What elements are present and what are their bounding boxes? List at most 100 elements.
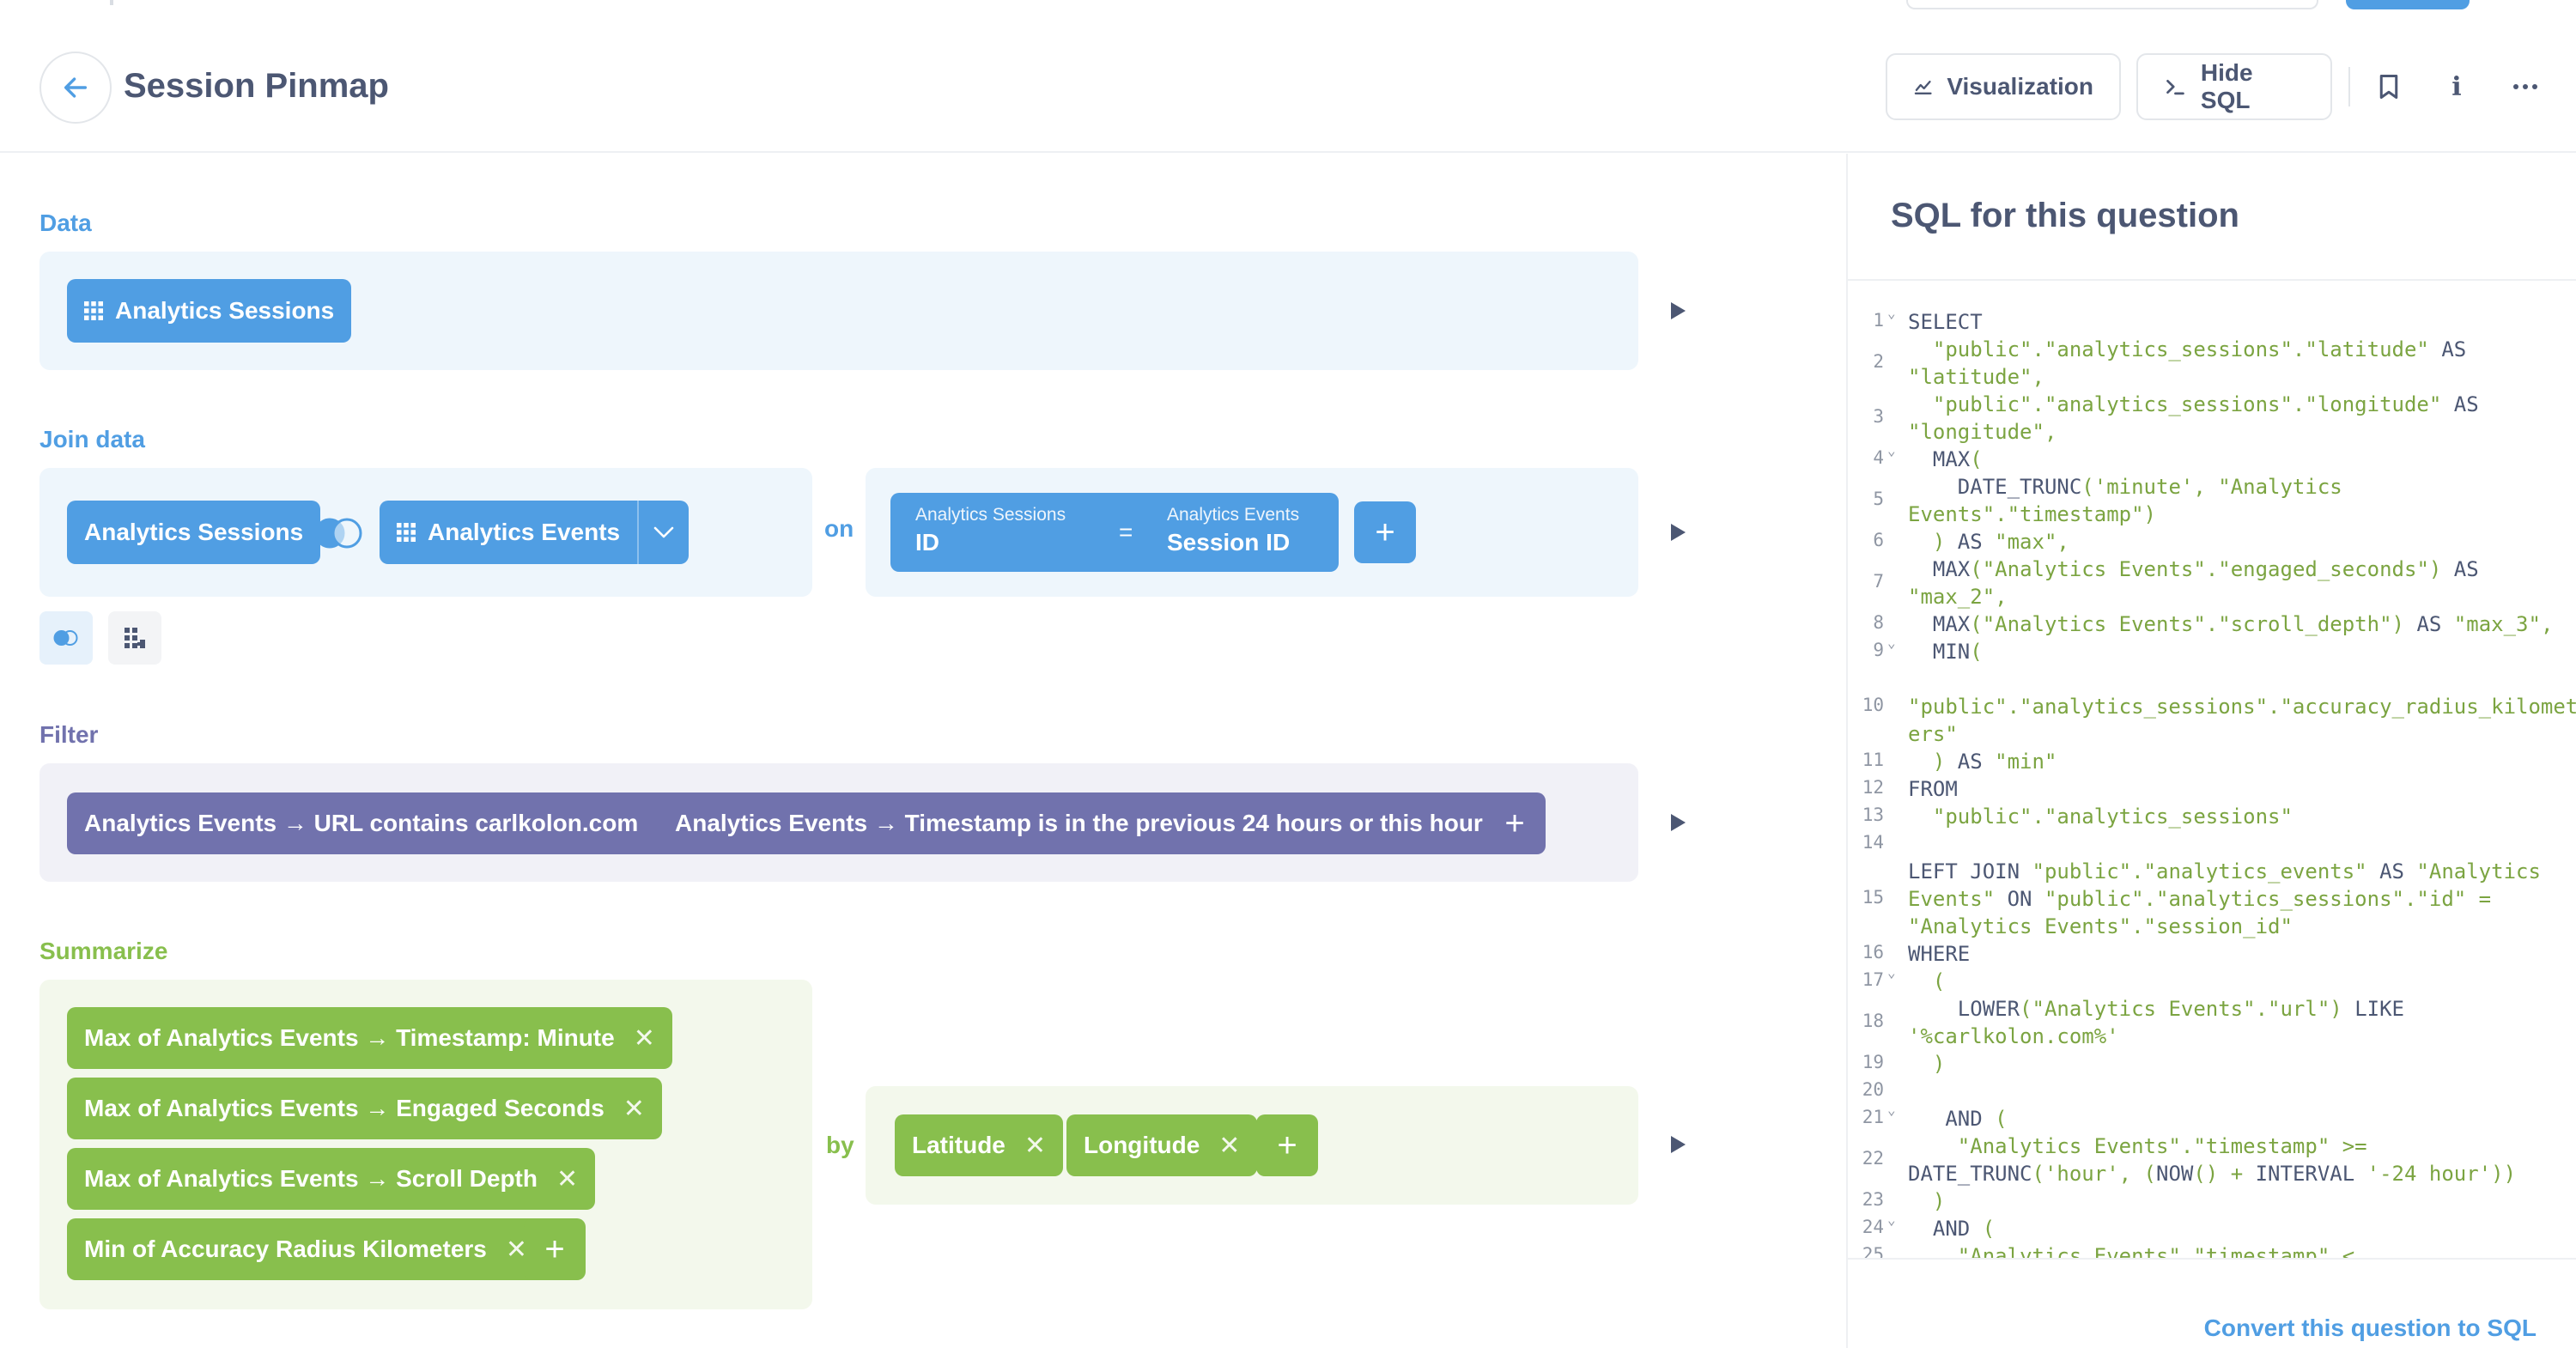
add-join-condition-button[interactable]: +: [1354, 501, 1416, 563]
sql-code-line: 3 "public"."analytics_sessions"."longitu…: [1848, 391, 2576, 446]
hide-sql-button[interactable]: Hide SQL: [2136, 53, 2332, 120]
join-condition-chip[interactable]: Analytics Sessions ID = Analytics Events…: [890, 493, 1339, 572]
sql-code-editor[interactable]: 1⌄SELECT 2 "public"."analytics_sessions".…: [1848, 288, 2576, 1258]
back-button[interactable]: [39, 52, 112, 124]
join-section-label: Join data: [39, 426, 145, 452]
sql-code-text: ) AS "max",: [1908, 530, 2069, 554]
sql-code-text: "public"."analytics_sessions": [1908, 805, 2293, 829]
join-on-label: on: [824, 515, 854, 542]
close-icon[interactable]: ✕: [1218, 1131, 1241, 1160]
sql-code-text: "Analytics Events"."timestamp" <: [1908, 1244, 2355, 1258]
search-input-edge[interactable]: [1906, 0, 2318, 9]
metric-chip[interactable]: Max of Analytics Events → Scroll Depth ✕: [67, 1148, 596, 1210]
data-source-label: Analytics Sessions: [115, 297, 335, 324]
breakout-label: Longitude: [1084, 1132, 1200, 1158]
run-step-icon[interactable]: [1671, 814, 1686, 831]
line-number: 12: [1862, 777, 1884, 798]
sql-code-line: 10 "public"."analytics_sessions"."accura…: [1848, 665, 2576, 748]
run-step-icon[interactable]: [1671, 1136, 1686, 1153]
sql-code-line: 4⌄ MAX(: [1848, 442, 2576, 473]
line-number: 1: [1873, 310, 1884, 331]
metric-chip[interactable]: Max of Analytics Events → Timestamp: Min…: [67, 1007, 672, 1069]
breakout-chip[interactable]: Latitude ✕: [895, 1114, 1064, 1176]
page-title: Session Pinmap: [124, 67, 389, 105]
breakout-chip[interactable]: Longitude ✕: [1066, 1114, 1258, 1176]
visualization-button[interactable]: Visualization: [1886, 53, 2121, 120]
fold-chevron-icon[interactable]: ⌄: [1887, 964, 1896, 981]
plus-icon: +: [1375, 513, 1395, 551]
join-operator[interactable]: =: [1119, 519, 1133, 545]
add-metric-button[interactable]: +: [524, 1218, 586, 1280]
sql-code-text: (: [1908, 969, 1946, 993]
line-number: 19: [1862, 1052, 1884, 1072]
convert-to-sql-link[interactable]: Convert this question to SQL: [2203, 1315, 2537, 1341]
summarize-breakouts-panel: Latitude ✕ Longitude ✕ +: [866, 1086, 1638, 1205]
add-custom-column-button[interactable]: [108, 611, 161, 665]
fold-chevron-icon[interactable]: ⌄: [1887, 305, 1896, 321]
bookmark-button[interactable]: [2369, 67, 2409, 106]
join-tables-panel: Analytics Sessions Analytics Events: [39, 468, 812, 597]
sql-code-line: 18 LOWER("Analytics Events"."url") LIKE …: [1848, 995, 2576, 1050]
join-columns-dropdown[interactable]: [639, 501, 689, 564]
sql-code-line: 14: [1848, 830, 2576, 858]
close-icon[interactable]: ✕: [623, 1094, 645, 1123]
close-icon[interactable]: ✕: [505, 1235, 528, 1264]
add-join-step-button[interactable]: [39, 611, 93, 665]
sql-code-text: FROM: [1908, 777, 1958, 801]
question-header: Session Pinmap Visualization Hide SQL i: [0, 10, 2576, 153]
sql-code-text: DATE_TRUNC('minute', "Analytics Events".…: [1908, 475, 2342, 526]
join-right-column[interactable]: Session ID: [1167, 529, 1291, 556]
metric-chip[interactable]: Min of Accuracy Radius Kilometers ✕: [67, 1218, 545, 1280]
more-actions-button[interactable]: [2506, 67, 2545, 106]
fold-chevron-icon[interactable]: ⌄: [1887, 1102, 1896, 1118]
top-bar-sliver: [0, 0, 2576, 10]
sql-code-text: ): [1908, 1052, 1946, 1076]
add-breakout-button[interactable]: +: [1256, 1114, 1318, 1176]
sql-code-text: WHERE: [1908, 942, 1971, 966]
chevron-down-icon: [653, 526, 674, 538]
info-button[interactable]: i: [2437, 67, 2476, 106]
data-source-chip[interactable]: Analytics Sessions: [67, 279, 352, 343]
sql-code-line: 9⌄ MIN(: [1848, 635, 2576, 665]
sql-code-text: MAX(: [1932, 447, 1983, 471]
join-left-table-chip: Analytics Sessions: [67, 501, 321, 564]
run-step-icon[interactable]: [1671, 524, 1686, 541]
sql-code-text: "public"."analytics_sessions"."accuracy_…: [1908, 695, 2576, 746]
summarize-section-label: Summarize: [39, 938, 168, 964]
terminal-icon: [2166, 79, 2184, 95]
plus-icon: +: [1277, 1126, 1297, 1164]
fold-chevron-icon[interactable]: ⌄: [1887, 635, 1896, 651]
line-number: 21: [1862, 1107, 1884, 1127]
join-right-table-chip[interactable]: Analytics Events: [380, 501, 689, 564]
join-type-button[interactable]: [313, 516, 366, 555]
summarize-by-label: by: [826, 1132, 854, 1158]
sql-code-line: 11 ) AS "min": [1848, 748, 2576, 775]
filter-chip[interactable]: Analytics Events → URL contains carlkolo…: [67, 792, 696, 854]
sql-code-line: 21⌄ AND (: [1848, 1102, 2576, 1132]
data-section-label: Data: [39, 209, 92, 236]
sql-code-text: MAX("Analytics Events"."engaged_seconds"…: [1908, 557, 2479, 609]
line-number: 25: [1862, 1244, 1884, 1258]
line-number: 14: [1862, 832, 1884, 853]
metric-chip[interactable]: Max of Analytics Events → Engaged Second…: [67, 1078, 662, 1139]
close-icon[interactable]: ✕: [1024, 1131, 1047, 1160]
run-step-icon[interactable]: [1671, 302, 1686, 319]
add-filter-button[interactable]: +: [1484, 792, 1546, 854]
metric-label: Max of Analytics Events → Scroll Depth: [84, 1165, 538, 1192]
filter-chip[interactable]: Analytics Events → Timestamp is in the p…: [658, 792, 1540, 854]
close-icon[interactable]: ✕: [633, 1023, 655, 1053]
line-number: 18: [1862, 1011, 1884, 1031]
sql-code-text: LEFT JOIN "public"."analytics_events" AS…: [1908, 859, 2541, 938]
join-right-table-selector[interactable]: Analytics Events: [380, 501, 640, 564]
join-left-column[interactable]: ID: [915, 529, 939, 556]
fold-chevron-icon[interactable]: ⌄: [1887, 442, 1896, 458]
fold-chevron-icon[interactable]: ⌄: [1887, 1211, 1896, 1228]
join-right-column-table: Analytics Events: [1167, 505, 1300, 525]
close-icon[interactable]: ✕: [556, 1164, 579, 1193]
breakout-label: Latitude: [912, 1132, 1005, 1158]
data-step-panel: Analytics Sessions: [39, 252, 1638, 370]
new-button-edge[interactable]: [2346, 0, 2470, 9]
sql-code-line: 1⌄SELECT: [1848, 305, 2576, 336]
line-number: 2: [1873, 351, 1884, 372]
